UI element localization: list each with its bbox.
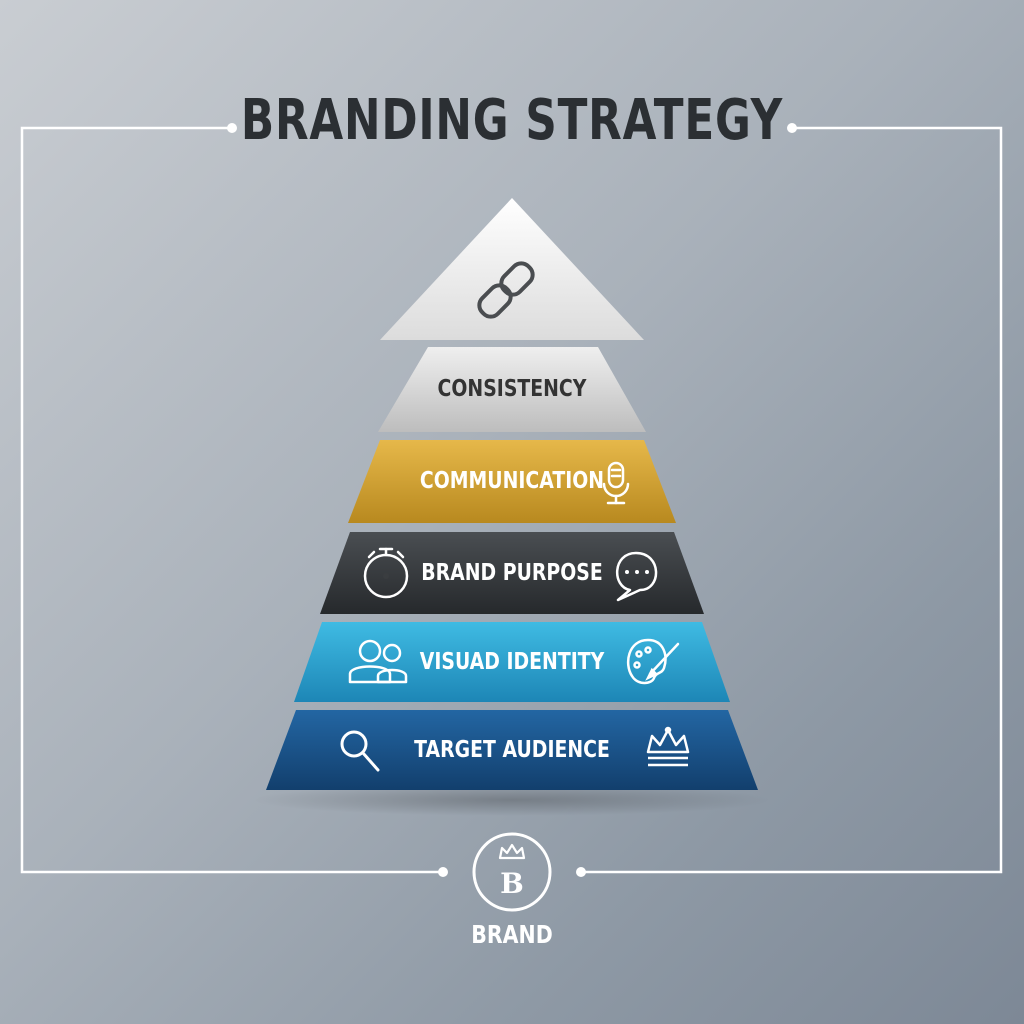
tier-brand-purpose bbox=[320, 532, 704, 614]
badge-crown-icon bbox=[498, 843, 526, 860]
tier-label-target-audience: TARGET AUDIENCE bbox=[414, 737, 610, 763]
chain-link-icon bbox=[477, 261, 535, 319]
brand-badge: B bbox=[472, 832, 552, 912]
tier-consistency bbox=[378, 347, 646, 432]
tier-label-consistency: CONSISTENCY bbox=[437, 376, 587, 402]
frame bbox=[20, 126, 1003, 874]
tier-target-audience bbox=[266, 710, 758, 790]
tier-communication bbox=[348, 440, 676, 523]
badge-letter: B bbox=[500, 867, 524, 900]
frame-dot bbox=[227, 123, 237, 133]
frame-dot bbox=[787, 123, 797, 133]
page-title: BRANDING STRATEGY bbox=[240, 88, 784, 153]
people-icon bbox=[348, 639, 408, 684]
frame-top-left-line bbox=[20, 126, 443, 874]
speech-bubble-icon bbox=[615, 551, 658, 602]
microphone-icon bbox=[602, 461, 630, 505]
brand-label: BRAND bbox=[471, 920, 553, 949]
frame-dot bbox=[438, 867, 448, 877]
pyramid-shadow bbox=[252, 784, 772, 816]
tier-label-communication: COMMUNICATION bbox=[419, 468, 605, 494]
magnifier-icon bbox=[340, 730, 380, 772]
palette-icon bbox=[627, 638, 680, 685]
frame-top-right-line bbox=[581, 126, 1003, 874]
tier-label-brand-purpose: BRAND PURPOSE bbox=[421, 560, 603, 586]
tier-label-visual-identity: VISUAD IDENTITY bbox=[419, 649, 605, 675]
crown-icon bbox=[646, 726, 690, 767]
frame-dot bbox=[576, 867, 586, 877]
compass-icon bbox=[363, 547, 409, 599]
